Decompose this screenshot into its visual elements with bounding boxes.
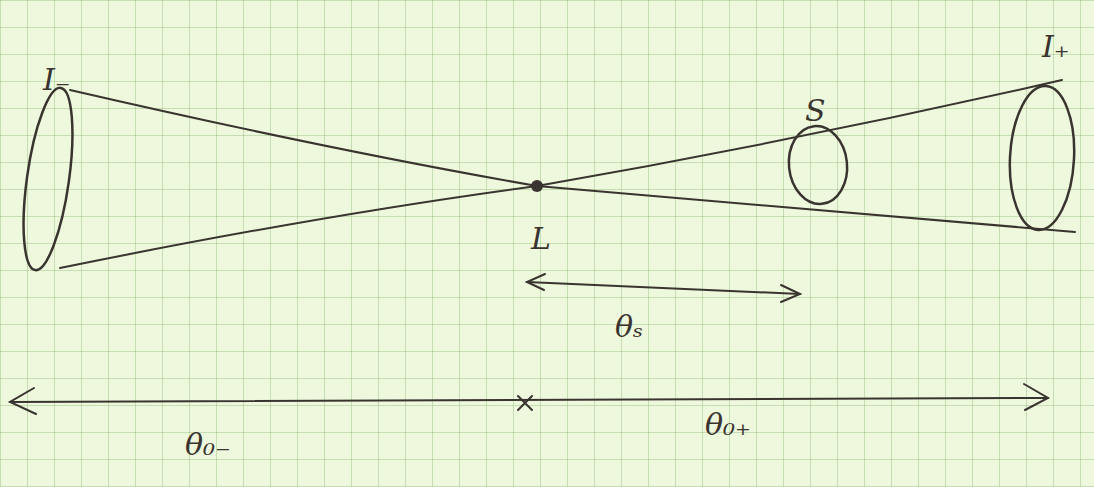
light-ray: [60, 80, 1062, 268]
image-ellipse: I₊: [1008, 84, 1076, 232]
arrow-head: [527, 274, 545, 290]
node-label: L: [531, 224, 551, 254]
arrow-head: [10, 388, 36, 414]
node-outline: [531, 180, 543, 192]
image-ellipse: I₋: [25, 85, 71, 273]
angle-label: θₛ: [615, 312, 643, 342]
source-ellipse: S: [787, 124, 849, 206]
node-outline: [787, 124, 849, 206]
ellipse-outline: [14, 85, 81, 273]
ellipse-outline: [785, 123, 851, 207]
lens-dot: [531, 180, 543, 192]
node-outline: [1008, 84, 1076, 232]
arrow-head: [1024, 384, 1048, 410]
node-label: S: [805, 96, 826, 126]
angle-label: θ₀₋: [185, 430, 231, 460]
node-outline: [25, 85, 71, 273]
centre-mark: [518, 396, 532, 410]
node-label: I₋: [43, 65, 71, 95]
ellipse-outline: [1006, 84, 1077, 231]
arrow-head: [781, 285, 800, 302]
angle-arrow: [527, 282, 800, 294]
angle-label: θ₀₊: [705, 410, 751, 440]
lens-point: L: [531, 180, 543, 192]
node-label: I₊: [1042, 32, 1070, 62]
